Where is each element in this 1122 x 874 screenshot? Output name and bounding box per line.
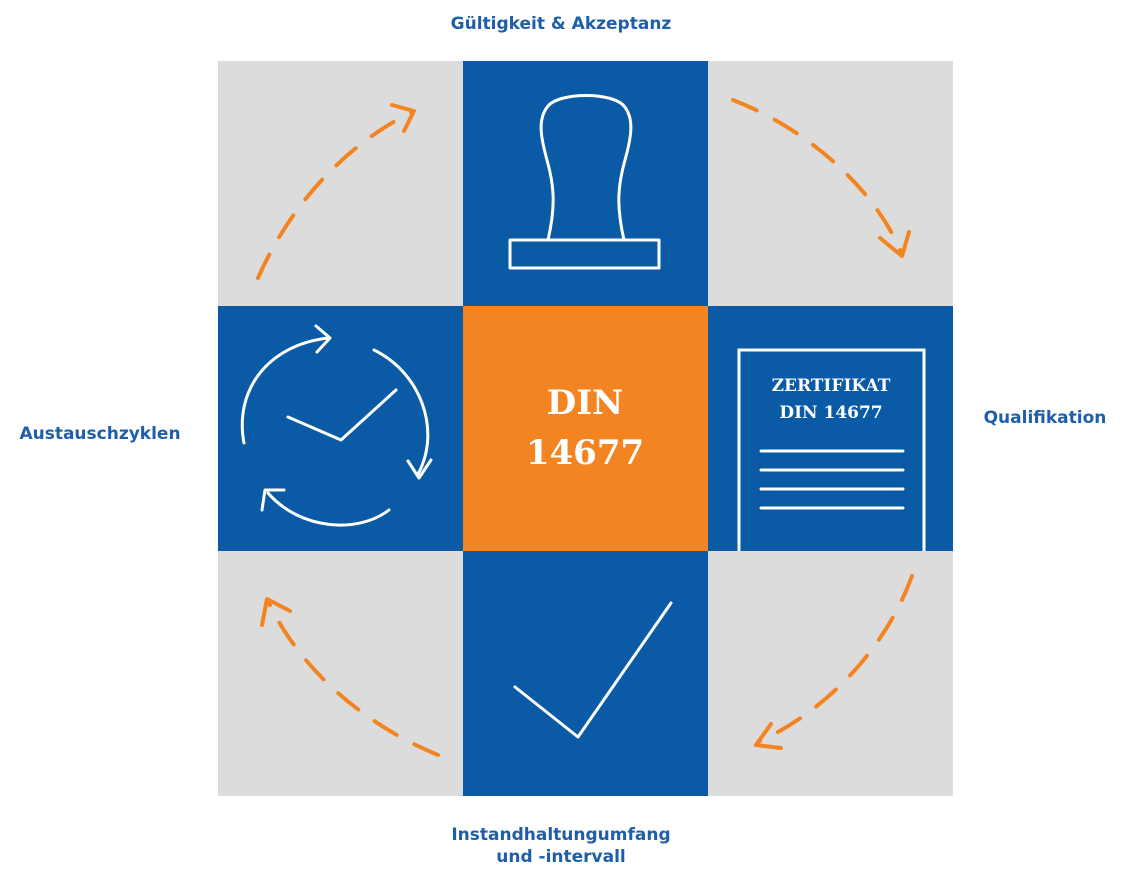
arrow-top-left [256, 110, 414, 280]
center-title-line2: 14677 [526, 433, 644, 473]
center-title-line1: DIN [547, 383, 623, 423]
arrow-bottom-right-head [754, 722, 783, 750]
label-maintenance: Instandhaltungumfang und -intervall [411, 824, 711, 868]
checkmark-icon [513, 601, 673, 739]
clock-cycle-icon [240, 324, 433, 527]
arrow-bottom-left [266, 599, 440, 757]
tile-top-right [708, 61, 953, 306]
label-maintenance-line2: und -intervall [496, 847, 626, 867]
arrow-bottom-left-head [260, 597, 292, 627]
arrow-top-left-head [390, 103, 416, 133]
label-qualification: Qualifikation [983, 408, 1107, 428]
certificate-line1: ZERTIFIKAT [772, 376, 891, 396]
tile-top-left [218, 61, 463, 306]
tile-top [463, 61, 708, 306]
arrow-top-right [731, 98, 903, 254]
tile-left [218, 306, 463, 551]
cycle-arrows [256, 98, 914, 757]
certificate-icon: ZERTIFIKAT DIN 14677 [737, 348, 926, 551]
stamp-icon [508, 94, 661, 270]
tile-center [463, 306, 708, 551]
tile-right [708, 306, 953, 551]
certificate-line2: DIN 14677 [779, 403, 882, 423]
tile-bottom [463, 551, 708, 796]
label-maintenance-line1: Instandhaltungumfang [451, 825, 671, 845]
arrow-top-right-head [878, 230, 911, 258]
tile-bottom-left [218, 551, 463, 796]
arrow-bottom-right [756, 574, 914, 744]
label-validity: Gültigkeit & Akzeptanz [450, 14, 672, 34]
label-exchange-cycles: Austauschzyklen [19, 424, 181, 444]
tile-bottom-right [708, 551, 953, 796]
